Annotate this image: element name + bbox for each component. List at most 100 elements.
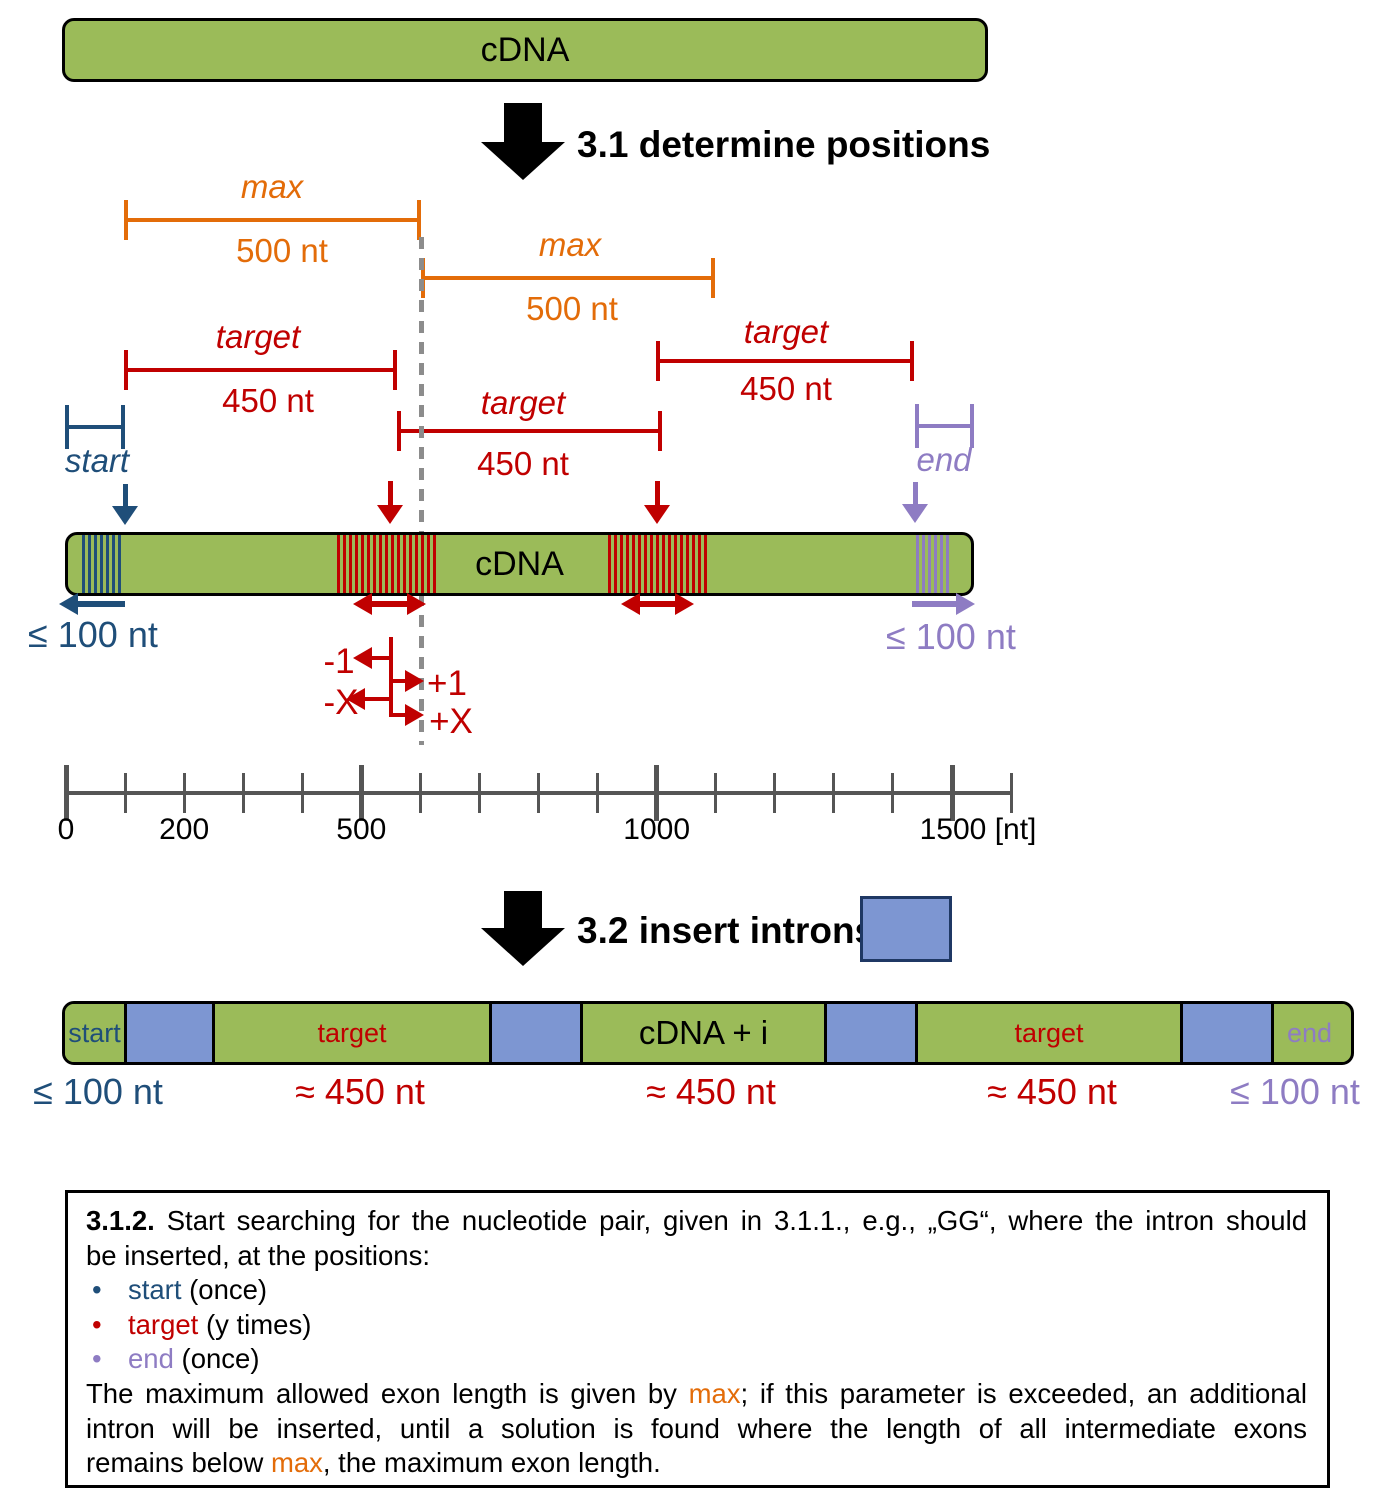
- step1-arrow-shaft: [504, 103, 542, 143]
- step2-title: 3.2 insert introns: [577, 910, 876, 951]
- ruler-label-500: 500: [336, 813, 387, 846]
- bracket-tick: [124, 350, 128, 390]
- target-search-stripes-right: [608, 535, 708, 593]
- arrow-shaft: [912, 601, 958, 607]
- segment-intron: [492, 1004, 583, 1062]
- bracket-tick: [124, 200, 128, 240]
- bracket-tick: [397, 411, 401, 451]
- segment-label: end: [1286, 1017, 1333, 1048]
- target-mid-label: target: [480, 384, 566, 421]
- ruler-tick-1300: [832, 773, 836, 813]
- cdna-bar-positions-label: cDNA: [475, 544, 564, 583]
- segment-label: start: [68, 1017, 121, 1048]
- bracket-tick: [121, 405, 125, 449]
- target-right-value: 450 nt: [740, 370, 832, 407]
- bullet-rest: (once): [181, 1274, 268, 1306]
- bullet-rest: (y times): [198, 1308, 312, 1340]
- segment-cdna-i: cDNA + i: [583, 1004, 827, 1062]
- shift-arrow-head: [346, 688, 365, 710]
- arrow-shaft: [655, 481, 660, 507]
- arrow-head: [956, 593, 975, 615]
- ruler-tick-800: [537, 773, 541, 813]
- ruler-tick-900: [596, 773, 600, 813]
- shift-branch-line: [360, 697, 389, 701]
- ruler-tick-1600: [1009, 773, 1013, 813]
- segment-label: target: [1014, 1017, 1084, 1048]
- note-bullet-target: •target (y times): [86, 1308, 1307, 1343]
- note-line-7: intron will be inserted, until a solutio…: [86, 1412, 1307, 1444]
- target-mid-value: 450 nt: [477, 445, 569, 482]
- shift-plus-x-label: +X: [429, 702, 473, 741]
- arrow-head: [621, 593, 640, 615]
- arrow-shaft: [639, 601, 676, 607]
- segment-intron: [827, 1004, 918, 1062]
- step2-arrow-shaft: [504, 891, 542, 929]
- bracket-tick: [711, 258, 715, 298]
- step1-arrow-icon: [481, 142, 565, 180]
- shift-plus-one-label: +1: [427, 664, 467, 703]
- bracket-tick: [656, 341, 660, 381]
- shift-minus-x-label: -X: [323, 683, 359, 722]
- target-mid-bracket: [397, 411, 662, 451]
- exon-length-label-cdna: ≈ 450 nt: [646, 1071, 776, 1112]
- note-box: 3.1.2. Start searching for the nucleotid…: [65, 1190, 1330, 1488]
- note-bullet-start: •start (once): [86, 1273, 1307, 1308]
- shift-branch-line: [393, 679, 407, 683]
- ruler-tick-300: [241, 773, 245, 813]
- segment-label: cDNA + i: [638, 1014, 769, 1051]
- ruler-tick-700: [477, 773, 481, 813]
- exon-intron-bar: start target cDNA + i target end: [62, 1001, 1354, 1065]
- exon-length-label-end: ≤ 100 nt: [1230, 1071, 1360, 1112]
- target-search-stripes-left: [337, 535, 437, 593]
- shift-branch-line: [367, 656, 389, 660]
- start-search-stripes: [82, 535, 122, 593]
- segment-end: end: [1274, 1004, 1345, 1062]
- start-label: start: [64, 442, 130, 479]
- note-text: The maximum allowed exon length is given…: [86, 1377, 689, 1409]
- step2-arrow-icon: [481, 928, 565, 966]
- start-bracket: [65, 405, 125, 449]
- cdna-bar-positions: cDNA: [65, 532, 974, 596]
- note-line-6: The maximum allowed exon length is given…: [86, 1377, 1307, 1412]
- max-left-label: max: [240, 168, 304, 205]
- max-right-bracket: [421, 258, 715, 298]
- bracket-tick: [393, 350, 397, 390]
- ruler-tick-100: [123, 773, 127, 813]
- dashed-reference-line: [419, 237, 424, 745]
- shift-minus-one-label: -1: [323, 642, 355, 681]
- note-text: , the maximum exon length.: [322, 1447, 661, 1479]
- max-left-bracket: [124, 200, 421, 240]
- ruler-tick-1200: [773, 773, 777, 813]
- shift-arrow-head: [405, 670, 424, 692]
- exon-length-label-target1: ≈ 450 nt: [295, 1071, 425, 1112]
- bracket-tick: [658, 411, 662, 451]
- ruler-tick-0: [63, 765, 69, 821]
- target-left-bracket: [124, 350, 397, 390]
- note-text: ; if this parameter is exceeded, an addi…: [740, 1377, 1307, 1409]
- shift-stem-line: [389, 637, 393, 717]
- ruler-tick-400: [300, 773, 304, 813]
- shift-arrow-head: [353, 647, 372, 669]
- target-left-label: target: [215, 318, 301, 355]
- end-limit-label: ≤ 100 nt: [886, 616, 1016, 657]
- segment-intron: [127, 1004, 215, 1062]
- target-right-label: target: [743, 313, 829, 350]
- ruler-tick-500: [358, 765, 364, 821]
- end-bracket: [915, 404, 974, 448]
- arrow-head: [644, 505, 670, 524]
- ruler-label-1000: 1000: [623, 813, 691, 846]
- intron-legend-swatch: [860, 896, 952, 962]
- note-step-number: 3.1.2.: [86, 1205, 155, 1236]
- bullet-icon: •: [92, 1308, 102, 1340]
- exon-length-label-target2: ≈ 450 nt: [987, 1071, 1117, 1112]
- arrow-head: [59, 593, 78, 615]
- arrow-head: [353, 593, 372, 615]
- cdna-bar-top: cDNA: [62, 18, 988, 82]
- bullet-icon: •: [92, 1343, 102, 1375]
- arrow-head: [407, 593, 426, 615]
- segment-target: target: [215, 1004, 492, 1062]
- max-right-value: 500 nt: [526, 290, 618, 327]
- ruler-tick-1000: [654, 765, 660, 821]
- arrow-shaft: [76, 601, 125, 607]
